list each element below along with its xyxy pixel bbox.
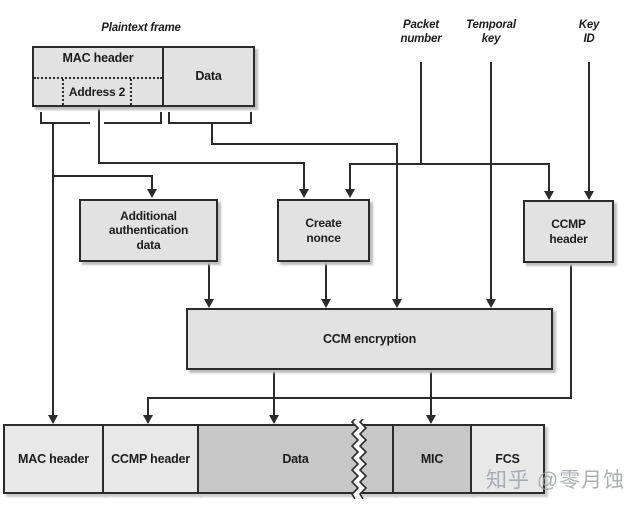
line-packet-number-drop bbox=[420, 62, 422, 165]
packet-number-label: Packet number bbox=[400, 19, 442, 45]
line-key-id-to-ccmp-header bbox=[588, 62, 590, 191]
line-address2-to-nonce-drop bbox=[303, 162, 305, 189]
line-packet-to-ccmp-header-drop bbox=[548, 163, 550, 191]
arrowhead-into-mac-field bbox=[48, 415, 58, 424]
data-break-zigzag bbox=[350, 419, 368, 499]
output-mic-cell: MIC bbox=[392, 424, 472, 494]
line-temporal-key-to-ccm bbox=[490, 62, 492, 299]
plaintext-mac-header-cell: MAC header bbox=[62, 51, 134, 65]
arrowhead-packet-into-nonce bbox=[345, 189, 355, 198]
line-ccmp-header-to-frame bbox=[147, 397, 149, 415]
plaintext-frame-label: Plaintext frame bbox=[101, 22, 181, 34]
ccmp-header-box: CCMP header bbox=[523, 200, 614, 263]
mac-header-dotted-separator bbox=[34, 77, 162, 79]
arrowhead-into-mic-field bbox=[426, 415, 436, 424]
output-fcs-cell: FCS bbox=[470, 424, 545, 494]
mac-header-bracket-right bbox=[104, 112, 162, 124]
arrowhead-address2-into-nonce bbox=[299, 189, 309, 198]
line-data-drop bbox=[211, 124, 213, 145]
line-address2-horizontal bbox=[98, 162, 305, 164]
arrowhead-data-into-ccm bbox=[392, 299, 402, 308]
key-id-label: Key ID bbox=[578, 19, 600, 45]
mac-data-divider bbox=[162, 48, 164, 105]
line-ccmp-header-out-drop bbox=[570, 263, 572, 399]
line-mac-to-aad-horizontal bbox=[52, 175, 152, 177]
arrowhead-nonce-into-ccm bbox=[321, 299, 331, 308]
arrowhead-keyid-into-ccmp-header bbox=[584, 191, 594, 200]
line-aad-to-ccm bbox=[208, 262, 210, 299]
line-ccm-to-mic bbox=[430, 370, 432, 415]
arrowhead-into-aad bbox=[147, 189, 157, 198]
line-mac-to-aad-drop bbox=[151, 175, 153, 189]
line-data-horizontal bbox=[211, 143, 398, 145]
watermark: 知乎 @零月蚀 bbox=[486, 469, 624, 492]
line-packet-number-horizontal bbox=[349, 163, 550, 165]
line-packet-to-nonce-drop bbox=[349, 163, 351, 189]
plaintext-data-cell: Data bbox=[195, 69, 222, 83]
line-mac-to-output bbox=[52, 124, 54, 415]
arrowhead-into-ccmp-field bbox=[143, 415, 153, 424]
output-mac-header-cell: MAC header bbox=[3, 424, 104, 494]
line-address2-drop bbox=[98, 107, 100, 164]
ccm-encryption-box: CCM encryption bbox=[186, 308, 553, 370]
arrowhead-temporal-into-ccm bbox=[486, 299, 496, 308]
line-ccmp-header-out-horizontal bbox=[147, 397, 572, 399]
arrowhead-aad-into-ccm bbox=[204, 299, 214, 308]
line-nonce-to-ccm bbox=[325, 262, 327, 299]
temporal-key-label: Temporal key bbox=[466, 19, 516, 45]
arrowhead-packet-into-ccmp-header bbox=[544, 191, 554, 200]
arrowhead-into-data-field bbox=[269, 415, 279, 424]
data-bracket bbox=[168, 112, 252, 124]
create-nonce-box: Create nonce bbox=[277, 199, 370, 262]
address2-cell: Address 2 bbox=[62, 79, 132, 105]
line-ccm-to-data bbox=[273, 370, 275, 415]
line-data-to-ccm-drop bbox=[396, 143, 398, 299]
output-ccmp-header-cell: CCMP header bbox=[102, 424, 199, 494]
additional-authentication-data-box: Additional authentication data bbox=[79, 199, 218, 262]
mac-header-bracket-left bbox=[40, 112, 90, 124]
plaintext-frame-box: MAC header Address 2 Data bbox=[32, 46, 255, 107]
